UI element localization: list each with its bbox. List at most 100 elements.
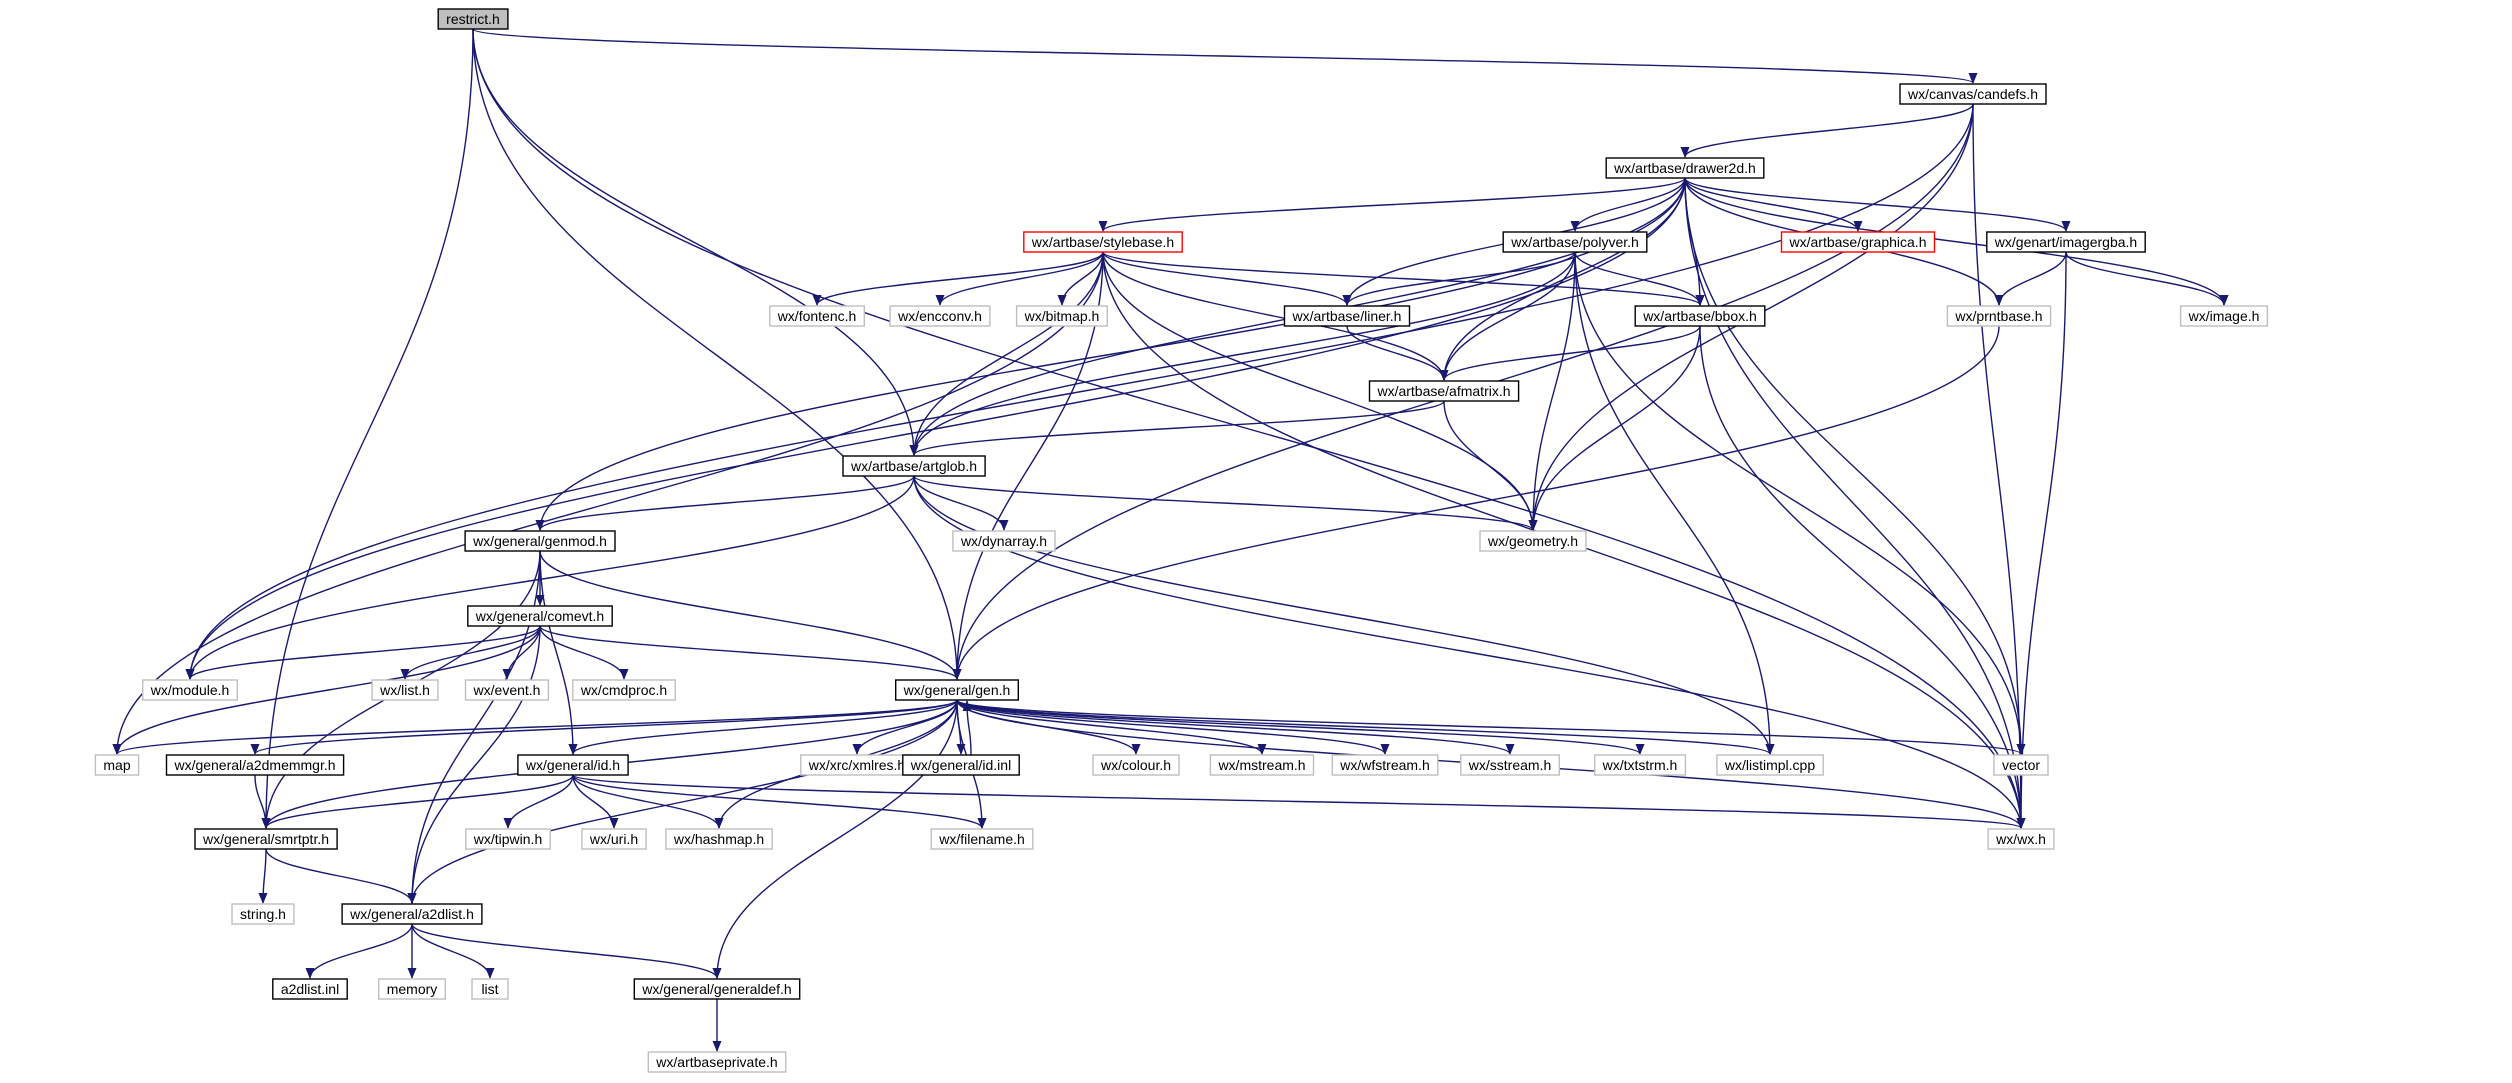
node-box	[902, 754, 1020, 776]
node-label: wx/artbase/graphica.h	[1789, 234, 1927, 250]
node-label: wx/hashmap.h	[673, 831, 764, 847]
node-drawer2d[interactable]: wx/artbase/drawer2d.h	[1605, 157, 1765, 179]
edge-imagergba-to-image	[2065, 251, 2229, 306]
edge-stylebase-to-encconv	[935, 251, 1104, 306]
edge-comevt-to-a2dlist	[407, 625, 541, 904]
edge-stylebase-to-fontenc	[812, 251, 1104, 306]
node-box	[467, 605, 613, 627]
node-label: wx/artbase/polyver.h	[1510, 234, 1639, 250]
node-box	[1368, 380, 1520, 402]
edge-gen-to-wfstream	[956, 699, 1390, 755]
edge-comevt-to-list-h	[400, 625, 541, 680]
edge-restrict-to-artglob	[472, 28, 919, 456]
edge-polyver-to-geometry	[1528, 251, 1576, 531]
node-bbox[interactable]: wx/artbase/bbox.h	[1634, 305, 1766, 327]
node-geometry: wx/geometry.h	[1479, 530, 1587, 552]
node-afmatrix[interactable]: wx/artbase/afmatrix.h	[1368, 380, 1520, 402]
edges-layer	[112, 28, 2229, 1052]
edge-afmatrix-to-artglob	[909, 400, 1445, 456]
node-box	[952, 530, 1056, 552]
node-vector: vector	[1993, 754, 2049, 776]
node-label: wx/uri.h	[589, 831, 638, 847]
node-label: wx/artbase/liner.h	[1292, 308, 1402, 324]
node-genmod[interactable]: wx/general/genmod.h	[464, 530, 616, 552]
node-mstream: wx/mstream.h	[1209, 754, 1315, 776]
node-box	[517, 754, 629, 776]
node-label: wx/mstream.h	[1217, 757, 1305, 773]
node-string: string.h	[231, 903, 295, 925]
node-label: wx/artbase/stylebase.h	[1031, 234, 1174, 250]
node-stylebase[interactable]: wx/artbase/stylebase.h	[1023, 231, 1183, 253]
edge-drawer2d-to-module	[185, 177, 1686, 680]
edge-prntbase-to-gen	[952, 325, 2000, 680]
node-restrict[interactable]: restrict.h	[437, 8, 509, 30]
node-comevt[interactable]: wx/general/comevt.h	[467, 605, 613, 627]
node-box	[1946, 305, 2052, 327]
edge-id-h-to-smrtptr	[261, 774, 574, 829]
node-box	[889, 305, 991, 327]
node-box	[1780, 231, 1936, 253]
node-hashmap: wx/hashmap.h	[665, 828, 773, 850]
edge-comevt-to-map	[112, 625, 541, 755]
node-label: wx/dynarray.h	[960, 533, 1047, 549]
edge-id-h-to-hashmap	[572, 774, 724, 829]
node-id-h[interactable]: wx/general/id.h	[517, 754, 629, 776]
edge-id-inl-to-gen	[962, 700, 972, 756]
edge-polyver-to-afmatrix	[1439, 251, 1576, 381]
edge-drawer2d-to-image	[1684, 177, 2229, 306]
node-box	[378, 978, 447, 1000]
edge-drawer2d-to-imagergba	[1684, 177, 2071, 232]
edge-drawer2d-to-graphica	[1684, 177, 1863, 232]
node-bitmap: wx/bitmap.h	[1015, 305, 1108, 327]
edge-gen-to-a2dmemmgr	[250, 699, 958, 755]
node-module: wx/module.h	[141, 679, 238, 701]
edge-restrict-to-wx	[472, 28, 2026, 829]
node-smrtptr[interactable]: wx/general/smrtptr.h	[194, 828, 338, 850]
node-graphica[interactable]: wx/artbase/graphica.h	[1780, 231, 1936, 253]
node-label: a2dlist.inl	[281, 981, 339, 997]
edge-drawer2d-to-genmod	[535, 177, 1686, 531]
node-generaldef[interactable]: wx/general/generaldef.h	[633, 978, 801, 1000]
node-box	[272, 978, 348, 1000]
node-box	[647, 1051, 787, 1073]
edge-comevt-to-cmdproc	[539, 625, 629, 680]
edge-bbox-to-afmatrix	[1439, 325, 1701, 381]
node-cmdproc: wx/cmdproc.h	[572, 679, 676, 701]
edge-polyver-to-vector	[1574, 251, 2026, 755]
edge-restrict-to-candefs	[472, 28, 1977, 84]
node-box	[2179, 305, 2269, 327]
edge-stylebase-to-bitmap	[1057, 251, 1104, 306]
edge-polyver-to-liner	[1342, 251, 1576, 306]
edge-drawer2d-to-stylebase	[1098, 177, 1686, 232]
node-a2dlist-inl[interactable]: a2dlist.inl	[272, 978, 348, 1000]
node-artglob[interactable]: wx/artbase/artglob.h	[842, 455, 986, 477]
edge-id-h-to-tipwin	[503, 774, 574, 829]
node-liner[interactable]: wx/artbase/liner.h	[1283, 305, 1411, 327]
node-tipwin: wx/tipwin.h	[465, 828, 551, 850]
node-artbaseprivate: wx/artbaseprivate.h	[647, 1051, 787, 1073]
node-gen[interactable]: wx/general/gen.h	[895, 679, 1020, 701]
edge-genmod-to-gen	[539, 550, 962, 680]
nodes-layer: restrict.h wx/canvas/candefs.h wx/artbase/…	[94, 8, 2269, 1073]
edge-gen-to-vector	[956, 699, 2026, 755]
node-imagergba[interactable]: wx/genart/imagergba.h	[1986, 231, 2146, 253]
node-polyver[interactable]: wx/artbase/polyver.h	[1502, 231, 1648, 253]
node-label: wx/image.h	[2188, 308, 2260, 324]
edge-artglob-to-geometry	[913, 475, 1538, 531]
node-a2dmemmgr[interactable]: wx/general/a2dmemmgr.h	[165, 754, 345, 776]
edge-stylebase-to-geometry	[1102, 251, 1538, 531]
edge-imagergba-to-wx	[2016, 251, 2067, 829]
node-id-inl[interactable]: wx/general/id.inl	[902, 754, 1020, 776]
node-map: map	[94, 754, 140, 776]
node-label: wx/prntbase.h	[1954, 308, 2042, 324]
node-label: vector	[2002, 757, 2040, 773]
node-label: wx/general/generaldef.h	[641, 981, 791, 997]
node-candefs[interactable]: wx/canvas/candefs.h	[1899, 83, 2047, 105]
node-box	[1993, 754, 2049, 776]
node-box	[1283, 305, 1411, 327]
edge-id-h-to-uri	[572, 774, 619, 829]
edge-candefs-to-wx	[1972, 103, 2026, 829]
edge-genmod-to-id-h	[539, 550, 578, 755]
node-a2dlist[interactable]: wx/general/a2dlist.h	[341, 903, 483, 925]
